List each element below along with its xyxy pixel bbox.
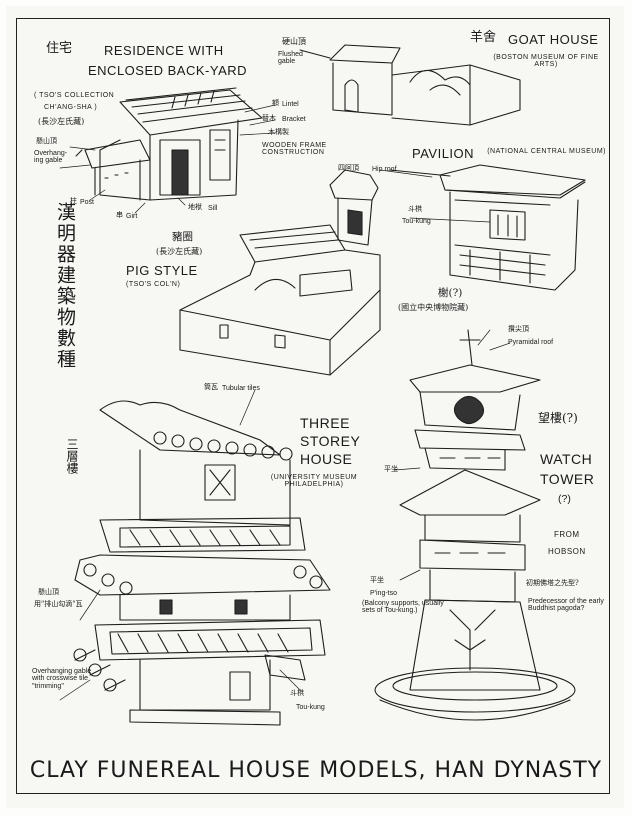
pavilion-name-zh: 榭(?): [438, 287, 463, 299]
storey-gable-label: Overhanging gable with crosswise tile "t…: [32, 668, 92, 690]
residence-frame-label: WOODEN FRAME CONSTRUCTION: [262, 142, 327, 157]
pig-collection: (TSO'S COL'N): [126, 281, 181, 288]
three-storey-title-line3: HOUSE: [300, 451, 353, 467]
goat-title: GOAT HOUSE: [508, 32, 599, 47]
residence-collection-zh: (長沙左氏藏): [38, 117, 85, 126]
three-storey-house-drawing: [73, 400, 331, 726]
pingtso-note: (Balcony supports, usually sets of Tou-k…: [362, 600, 444, 615]
pavilion-drawing: [389, 164, 586, 291]
three-storey-title-line2: STOREY: [300, 433, 361, 449]
residence-gable-label: Overhang-ing gable: [34, 150, 68, 165]
residence-girt-zh: 串: [116, 211, 123, 219]
goat-museum: (BOSTON MUSEUM OF FINE ARTS): [493, 54, 599, 69]
residence-lintel-zh: 額: [272, 99, 279, 107]
three-storey-title-line1: THREE: [300, 415, 350, 431]
residence-girt-label: Girt: [126, 213, 138, 220]
residence-title-line2: ENCLOSED BACK-YARD: [88, 63, 248, 78]
pingtso-label: P'ing-tso: [370, 590, 398, 597]
tower-from-line2: HOBSON: [548, 547, 586, 556]
predecessor-zh: 初期佛塔之先型?: [526, 579, 579, 587]
pig-style-drawing: [179, 169, 381, 376]
pyramid-label: Pyramidal roof: [508, 339, 554, 346]
main-title: CLAY FUNEREAL HOUSE MODELS, HAN DYNASTY: [29, 758, 603, 783]
tower-zh-title: 望樓(?): [538, 411, 578, 425]
pig-zh-title: 豬圈: [172, 231, 193, 243]
residence-frame-zh: 木構製: [268, 128, 289, 136]
residence-collection-line2: CH'ANG-SHA ): [44, 104, 98, 111]
pavilion-museum-zh: (國立中央博物院藏): [398, 303, 469, 312]
pavilion-toukung-zh: 斗栱: [408, 205, 422, 213]
pyramid-zh: 攢尖頂: [508, 325, 529, 333]
residence-sill-label: Sill: [208, 205, 218, 212]
chinese-vertical-title: 漢明器建築物數種: [53, 202, 76, 370]
three-storey-museum: (UNIVERSITY MUSEUM PHILADELPHIA): [270, 474, 358, 489]
goat-gable-label: Flushed gable: [278, 51, 303, 66]
tower-from-line1: FROM: [554, 530, 580, 539]
residence-zh-title: 住宅: [46, 41, 73, 56]
tower-title-line1: WATCH: [540, 451, 593, 467]
goat-gable-zh: 硬山頂: [282, 37, 306, 46]
pig-title: PIG STYLE: [126, 263, 198, 278]
predecessor-label: Predecessor of the early Buddhist pagoda…: [528, 598, 604, 613]
tiles-zh: 筒瓦: [204, 383, 218, 391]
residence-post-label: Post: [80, 199, 95, 206]
residence-drawing: [75, 87, 263, 201]
pavilion-hip-zh: 四阿頂: [338, 164, 359, 172]
goat-house-drawing: [299, 44, 521, 126]
pingtso-zh-lower: 平坐: [370, 576, 384, 584]
residence-bracket-zh: 替木: [262, 114, 276, 122]
residence-gable-zh: 懸山頂: [36, 137, 57, 145]
residence-bracket-label: Bracket: [282, 116, 306, 123]
pig-collection-zh: (長沙左氏藏): [156, 247, 203, 256]
leader-lines: [59, 104, 511, 701]
storey-gable-zh2: 用"排山勾滴"瓦: [34, 600, 83, 608]
pavilion-title: PAVILION: [412, 146, 475, 161]
storey-gable-zh: 懸山頂: [38, 588, 59, 596]
residence-lintel-label: Lintel: [282, 101, 299, 108]
residence-collection-line1: ( TSO'S COLLECTION: [34, 92, 115, 99]
storey-toukung-zh: 斗栱: [290, 689, 304, 697]
three-storey-zh: 三層樓: [65, 438, 79, 474]
drawing-border: [16, 18, 610, 794]
pavilion-hip-label: Hip roof: [372, 166, 397, 173]
storey-toukung-label: Tou-kung: [296, 704, 325, 711]
tiles-label: Tubular tiles: [222, 385, 260, 392]
pavilion-museum: (NATIONAL CENTRAL MUSEUM): [487, 148, 606, 155]
residence-sill-zh: 地袱: [188, 203, 202, 211]
pingtso-zh-upper: 平坐: [384, 465, 398, 473]
watch-tower-drawing: [374, 329, 576, 721]
pavilion-toukung-label: Tou-kung: [402, 218, 431, 225]
tower-title-line2: TOWER: [540, 471, 595, 487]
tower-title-line3: (?): [558, 493, 571, 505]
residence-title-line1: RESIDENCE WITH: [104, 43, 224, 58]
residence-post-zh: 柱: [70, 197, 77, 205]
goat-zh-title: 羊舍: [470, 30, 497, 45]
